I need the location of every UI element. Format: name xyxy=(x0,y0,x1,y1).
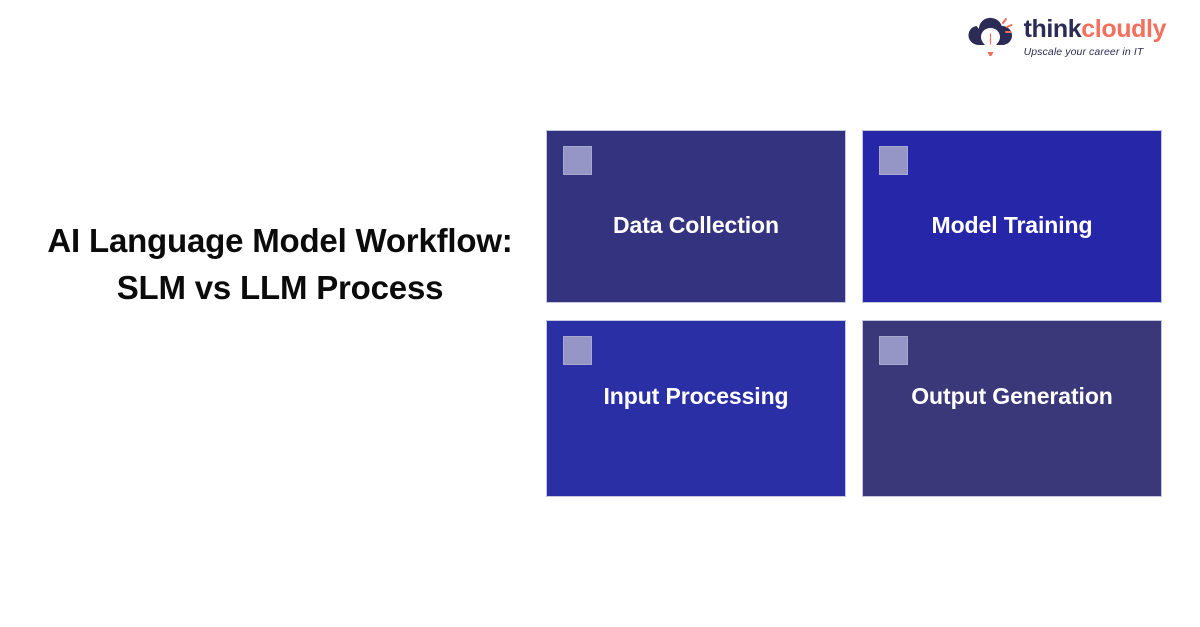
workflow-card-data-collection[interactable]: Data Collection xyxy=(546,130,846,303)
cloud-lightbulb-icon xyxy=(966,14,1016,58)
workflow-card-grid: Data Collection Model Training Input Pro… xyxy=(546,130,1162,497)
square-icon xyxy=(879,336,908,365)
workflow-card-label: Data Collection xyxy=(613,212,779,238)
page-title: AI Language Model Workflow: SLM vs LLM P… xyxy=(26,218,534,312)
workflow-card-input-processing[interactable]: Input Processing xyxy=(546,320,846,497)
workflow-card-output-generation[interactable]: Output Generation xyxy=(862,320,1162,497)
brand-logo[interactable]: thinkcloudly Upscale your career in IT xyxy=(966,14,1166,58)
workflow-card-label: Input Processing xyxy=(603,383,789,409)
brand-tagline: Upscale your career in IT xyxy=(1023,45,1144,58)
page-title-line-2: SLM vs LLM Process xyxy=(116,268,444,306)
brand-text-block: thinkcloudly Upscale your career in IT xyxy=(1023,14,1167,58)
page-title-line-1: AI Language Model Workflow: xyxy=(47,222,513,259)
brand-wordmark-cloudly: cloudly xyxy=(1081,14,1166,43)
square-icon xyxy=(563,146,592,175)
square-icon xyxy=(879,146,908,175)
brand-wordmark-think: think xyxy=(1023,14,1082,43)
brand-wordmark: thinkcloudly xyxy=(1023,14,1167,43)
square-icon xyxy=(563,336,592,365)
workflow-card-label: Model Training xyxy=(931,212,1093,238)
workflow-card-model-training[interactable]: Model Training xyxy=(862,130,1162,303)
workflow-card-label: Output Generation xyxy=(911,383,1113,409)
